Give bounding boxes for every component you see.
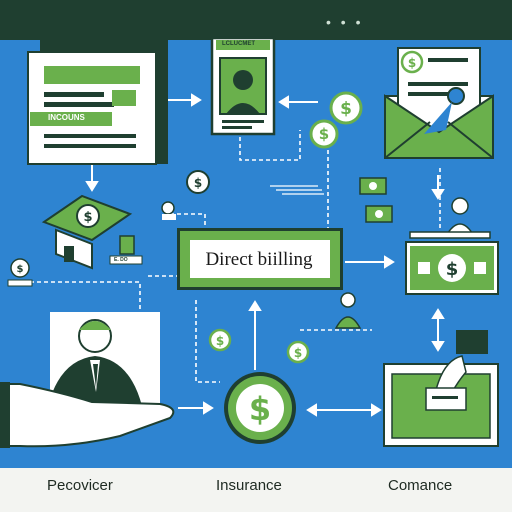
- seated-person: [334, 292, 362, 329]
- direct-billing-label: Direct biilling: [205, 249, 313, 270]
- svg-text:$: $: [340, 99, 352, 119]
- arrow-coin-to-badge: [278, 95, 318, 109]
- insurance-label: Insurance: [216, 477, 282, 494]
- dollar-coin-icon: $: [309, 119, 339, 149]
- arrow-box-to-cash: [345, 255, 395, 269]
- svg-text:$: $: [446, 259, 459, 280]
- badge-tag: LCLUCMET: [222, 41, 255, 47]
- arrow-envelope-down: [431, 175, 445, 200]
- arrow-coin-to-terminal: [306, 403, 382, 417]
- svg-text:$: $: [319, 125, 329, 143]
- connector-center-down: [195, 300, 220, 383]
- connector-badge-down: [239, 130, 301, 161]
- small-banknote-icon: [359, 177, 387, 195]
- svg-text:$: $: [216, 334, 224, 348]
- small-banknote-icon: [365, 205, 393, 223]
- dollar-coin-icon: $: [329, 91, 363, 125]
- arrow-center-up: [248, 300, 262, 370]
- svg-text:$: $: [83, 210, 92, 225]
- arrows: [85, 93, 445, 417]
- invoice-document: [27, 40, 168, 165]
- svg-text:$: $: [294, 346, 302, 360]
- arrow-cash-bidirectional: [431, 308, 445, 352]
- clerk-at-desk: [409, 197, 491, 239]
- small-doc-tag: E. DO: [114, 257, 128, 263]
- svg-text:$: $: [194, 176, 202, 190]
- top-bar: • • •: [0, 0, 512, 40]
- arrow-invoice-down: [85, 165, 99, 192]
- svg-text:$: $: [249, 390, 271, 428]
- envelope-document: $: [384, 47, 494, 159]
- cash-payment-icon: [383, 330, 499, 447]
- compliance-label: Comance: [388, 477, 453, 494]
- svg-text:$: $: [17, 264, 24, 275]
- provider-figure: [0, 312, 175, 448]
- dollar-coin-icon: $: [186, 170, 210, 194]
- connector-small-house: [170, 213, 206, 232]
- coin-stack-icon: $: [7, 258, 33, 287]
- house-icon: $: [41, 194, 133, 270]
- invoice-tag: INCOUNS: [48, 113, 85, 122]
- id-badge: [210, 36, 276, 136]
- arrow-hand-to-coin: [178, 401, 214, 415]
- svg-text:$: $: [408, 56, 416, 70]
- direct-billing-box: [177, 228, 343, 290]
- dollar-coin-icon: $: [208, 328, 232, 352]
- ellipsis-icon: • • •: [326, 14, 364, 30]
- provider-label: Pecovicer: [47, 477, 113, 494]
- small-document-icon: [109, 235, 143, 265]
- dollar-coin-icon: $: [224, 372, 296, 444]
- banknote-icon: $: [405, 241, 499, 295]
- dollar-coin-icon: $: [286, 340, 310, 364]
- motion-lines: [270, 185, 324, 195]
- small-coin-icon: [161, 201, 176, 220]
